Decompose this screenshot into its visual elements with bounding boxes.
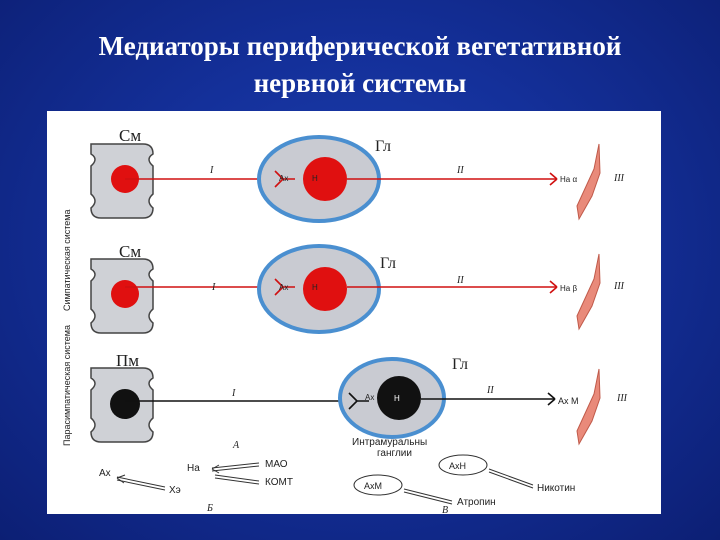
legend-ach: Ах <box>99 468 111 479</box>
ganglion-receptor-1: Н <box>312 174 318 183</box>
ganglion-neuron-2 <box>303 267 347 311</box>
ganglion-receptor-3: Н <box>394 394 400 403</box>
pathway-row-2: См I Ах Н Гл II На β III <box>90 242 625 334</box>
h-receptor-label: АхН <box>449 461 466 471</box>
effector-ending-3 <box>547 392 556 406</box>
intramural-label-1: Интрамуральны <box>352 437 427 448</box>
arrow-na-comt <box>214 474 260 485</box>
legend-a-letter: А <box>232 440 240 451</box>
arrow-nicotine <box>488 468 534 489</box>
synapse-fork-3 <box>348 392 369 410</box>
preganglionic-label-2: I <box>211 282 216 293</box>
atropine-label: Атропин <box>457 497 496 508</box>
intramural-label-2: ганглии <box>377 448 412 459</box>
end-mediator-1: На α <box>560 175 577 184</box>
autonomic-nervous-system-diagram: Симпатическая система Парасимпатическая … <box>62 126 628 514</box>
postganglionic-label-1: II <box>456 165 464 176</box>
postganglionic-label-3: II <box>486 385 494 396</box>
legend-receptors: АхН АхМ Никотин Атропин В <box>353 454 575 514</box>
arrow-na-mao <box>211 462 260 472</box>
legend-che: Хэ <box>169 485 181 496</box>
end-mediator-2: На β <box>560 284 577 293</box>
h-receptor-circle <box>438 454 488 476</box>
legend-c-letter: В <box>442 505 448 514</box>
legend-na: На <box>187 463 200 474</box>
arrow-head-na-mao <box>211 464 220 474</box>
cns-neuron-3 <box>110 389 140 419</box>
effector-ending-2 <box>549 280 558 294</box>
slide-title: Медиаторы периферической вегетативной не… <box>0 28 720 102</box>
ganglion-neuron-3 <box>377 376 421 420</box>
pathway-row-1: См I Ах Н Гл II На α III <box>90 126 625 223</box>
ganglion-mediator-2: Ах <box>279 283 288 292</box>
m-receptor-label: АхМ <box>364 481 382 491</box>
synapse-fork-1 <box>274 170 295 188</box>
effector-organ-2 <box>576 253 601 331</box>
cns-label-3: Пм <box>116 351 139 370</box>
m-receptor-circle <box>353 474 403 496</box>
postganglionic-label-2: II <box>456 275 464 286</box>
cns-neuron-2 <box>111 280 139 308</box>
cns-label-1: См <box>119 126 141 145</box>
parasympathetic-side-label: Парасимпатическая система <box>62 325 72 446</box>
organ-label-3: III <box>616 393 628 404</box>
ganglion-mediator-1: Ах <box>279 174 288 183</box>
arrow-ach-che <box>116 476 166 491</box>
ganglion-label-3: Гл <box>452 356 468 373</box>
effector-ending-1 <box>549 172 558 186</box>
arrow-head-ach-che <box>116 474 126 484</box>
preganglionic-label-1: I <box>209 165 214 176</box>
legend-mao: МАО <box>265 459 288 470</box>
slide-title-line-2: нервной системы <box>253 68 467 98</box>
diagram-figure: Симпатическая система Парасимпатическая … <box>47 111 661 514</box>
ganglion-neuron-1 <box>303 157 347 201</box>
legend-metabolism: А Ах Хэ На МАО КОМТ Б <box>99 440 293 514</box>
pathway-row-3: Пм I Ах Н Гл II Ах М III Интрамуральны г… <box>90 351 628 459</box>
end-mediator-3: Ах М <box>558 396 579 406</box>
preganglionic-label-3: I <box>231 388 236 399</box>
arrow-atropine <box>403 488 453 505</box>
ganglion-receptor-2: Н <box>312 283 318 292</box>
nicotine-label: Никотин <box>537 483 575 494</box>
synapse-fork-2 <box>274 278 295 296</box>
effector-organ-1 <box>576 143 601 221</box>
organ-label-2: III <box>613 281 625 292</box>
slide-title-line-1: Медиаторы периферической вегетативной <box>98 31 622 61</box>
legend-b-letter: Б <box>206 503 213 514</box>
organ-label-1: III <box>613 173 625 184</box>
ganglion-label-2: Гл <box>380 255 396 272</box>
ganglion-mediator-3: Ах <box>365 393 374 402</box>
effector-organ-3 <box>576 368 601 446</box>
legend-comt: КОМТ <box>265 477 293 488</box>
sympathetic-side-label: Симпатическая система <box>62 209 72 311</box>
cns-label-2: См <box>119 242 141 261</box>
ganglion-label-1: Гл <box>375 138 391 155</box>
